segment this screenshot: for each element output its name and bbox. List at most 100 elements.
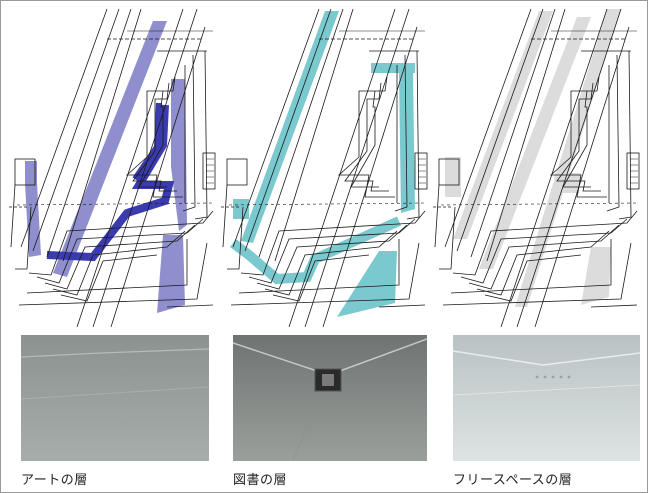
highlight-band [453, 11, 553, 239]
highlight-room [25, 161, 41, 257]
zigzag-corridor [549, 76, 607, 198]
floor-plan-art-layer [7, 7, 217, 327]
diagonal-wall [288, 8, 396, 327]
highlight-band [241, 11, 339, 243]
nested-wall [36, 218, 204, 284]
dashed-axis [228, 202, 426, 206]
caption-free-space-layer: フリースペースの層 [453, 473, 573, 488]
dashed-axis [16, 202, 214, 206]
photo-surface [453, 335, 640, 461]
caption-art-layer: アートの層 [21, 473, 88, 488]
highlight-bar [371, 63, 415, 73]
photo-library-layer [233, 335, 427, 461]
nested-wall [468, 224, 620, 290]
nested-wall [460, 218, 628, 284]
ceiling-line [453, 350, 640, 366]
dashed-axis [440, 202, 638, 206]
nested-wall [44, 224, 196, 290]
floor-seam [21, 386, 209, 400]
highlight-band [479, 17, 591, 269]
plan-line [606, 54, 620, 212]
diagonal-wall [46, 8, 132, 258]
distant-figure [535, 375, 539, 379]
diagonal-wall [76, 8, 184, 327]
plan-line [590, 304, 638, 308]
plan-line [238, 239, 400, 294]
layer-highlight [445, 9, 621, 307]
nested-wall [28, 210, 214, 276]
left-room [226, 158, 248, 186]
diagonal-wall [274, 8, 354, 262]
zigzag-corridor [132, 82, 177, 192]
diagonal-wall [444, 8, 532, 248]
distant-figure [551, 375, 555, 379]
diagonal-wall [500, 8, 608, 327]
stair-room [414, 152, 428, 190]
nested-wall [240, 210, 426, 276]
diagonal-wall [486, 8, 566, 262]
nested-wall [272, 254, 370, 302]
diagonal-wall [110, 26, 206, 327]
plan-line [194, 50, 208, 220]
diagonal-wall [244, 8, 332, 252]
zigzag-corridor [344, 82, 389, 192]
photo-surface [21, 335, 209, 461]
plan-linework [221, 8, 428, 327]
stair-room [626, 152, 640, 190]
nested-wall [256, 224, 408, 290]
floor-plan-library-layer [219, 7, 429, 327]
plan-line [26, 239, 188, 294]
highlight-wedge [581, 247, 611, 305]
plan-line [618, 50, 632, 220]
plan-line [434, 184, 440, 248]
distant-figure [567, 375, 571, 379]
highlight-band [515, 9, 621, 307]
diagonal-wall [516, 8, 622, 327]
floor-seam [453, 384, 640, 396]
diagonal-wall [470, 8, 556, 258]
highlight-strip [171, 79, 187, 231]
plan-line [182, 54, 196, 212]
zigzag-corridor [138, 90, 167, 188]
left-room [14, 158, 36, 186]
plan-line [230, 242, 420, 306]
diagonal-wall [322, 26, 418, 327]
nested-wall [15, 206, 32, 270]
plan-line [10, 184, 16, 248]
highlight-room [445, 157, 461, 197]
plan-line [222, 184, 228, 248]
plan-linework [433, 8, 640, 327]
zigzag-corridor [562, 90, 591, 188]
highlight-strip [399, 73, 415, 213]
plan-line [450, 239, 612, 294]
zigzag-corridor [337, 76, 395, 198]
photo-art-layer [21, 335, 209, 461]
diagonal-wall [92, 8, 198, 327]
diagonal-wall [32, 8, 120, 252]
plan-line [406, 50, 420, 220]
diagonal-wall [304, 8, 410, 327]
nested-wall [52, 230, 186, 296]
photo-free-space-layer [453, 335, 640, 461]
nested-wall [476, 230, 610, 296]
diagonal-wall [258, 8, 344, 258]
nested-wall [484, 254, 582, 302]
plan-line [166, 304, 214, 308]
plan-line [442, 242, 632, 306]
nested-wall [227, 206, 244, 270]
highlight-room [553, 173, 581, 193]
floor-plan-free-space-layer [431, 7, 641, 327]
nested-wall [264, 230, 398, 296]
zigzag-corridor [350, 90, 379, 188]
opening-inner [322, 374, 334, 386]
diagonal-wall [456, 8, 544, 252]
highlight-band [53, 21, 167, 277]
diagonal-wall [232, 8, 320, 248]
ceiling-line [21, 348, 209, 358]
diagonal-wall [20, 8, 108, 248]
distant-figure [559, 375, 563, 379]
layer-highlight [230, 11, 415, 317]
diagonal-wall [62, 8, 142, 262]
zigzag-corridor [556, 82, 601, 192]
